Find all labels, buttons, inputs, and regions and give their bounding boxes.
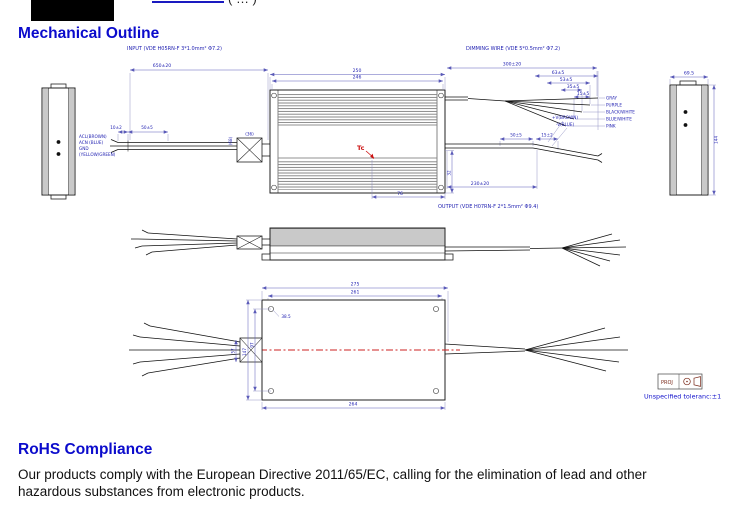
input-wire-note: INPUT (VDE H05RN-F 3*1.0mm² Φ7.2): [127, 46, 222, 52]
output-wires: [445, 120, 603, 163]
dim-bottom-holes: 261: [351, 290, 360, 296]
dim-step-3: 35±5: [567, 84, 580, 90]
dim-step-4: 15±5: [577, 91, 590, 97]
dim-output-length: 230±20: [471, 181, 490, 187]
dim-input-strip: 10±2: [110, 125, 122, 130]
mechanical-drawing: INPUT (VDE H05RN-F 3*1.0mm² Φ7.2) DIMMIN…: [41, 46, 721, 410]
mechanical-outline-title: Mechanical Outline: [18, 25, 160, 42]
projection-box: PROJ: [657, 373, 703, 390]
dim-bottom-overall: 275: [351, 282, 360, 288]
header-cropped-text-value: ( … ): [228, 0, 348, 6]
input-connector: [236, 137, 270, 163]
output-wire-note: OUTPUT (VDE H07RN-F 2*1.5mm² Φ9.4): [438, 204, 538, 210]
dimming-wires: [445, 96, 605, 127]
input-wire-label-gnd-color: (YELLOW/GREEN): [79, 152, 116, 157]
input-wire-label-acl: ACL(BROWN): [79, 134, 107, 139]
dim-step-2: 53±5: [560, 77, 573, 83]
dim-conn-width: (36): [245, 132, 254, 137]
input-wire-label-gnd: GND: [79, 146, 89, 151]
input-wires: [110, 139, 237, 153]
dim-conn-offset: 57: [231, 348, 236, 354]
header-black-bar: [31, 0, 114, 21]
dim-wire-right-total: 300±20: [503, 62, 522, 68]
side-view: [131, 227, 627, 267]
dim-output-jacket: 50±5: [510, 133, 522, 138]
bottom-view: 275 261: [129, 282, 628, 410]
rohs-body: Our products comply with the European Di…: [18, 467, 647, 499]
dim-end-width: 69.5: [684, 71, 694, 77]
end-view-right: 69.5 144: [669, 71, 719, 196]
output-wire-label-blue: -V(BLUE): [556, 122, 574, 127]
projection-cone-icon: [693, 376, 701, 387]
header-link-underline[interactable]: [152, 1, 224, 3]
projection-circle-icon: [683, 377, 691, 386]
tc-label: Tc: [357, 144, 365, 152]
top-view-body: [269, 89, 446, 194]
dim-wire-label-purple: PURPLE: [606, 103, 622, 108]
dim-bottom-height: 147: [242, 348, 247, 356]
dim-wire-label-gray: GRAY: [606, 96, 618, 101]
dim-body-inner: 246: [353, 75, 362, 81]
dim-tc-offset: 76: [397, 191, 403, 197]
dim-wire-label-blackwhite: BLACK/WHITE: [606, 110, 635, 115]
rohs-title: RoHS Compliance: [18, 441, 153, 458]
dim-wire-label-bluewhite: BLUE/WHITE: [606, 117, 632, 122]
dim-output-strip: 15±2: [541, 133, 553, 138]
projection-label: PROJ: [661, 380, 673, 386]
dim-body-top: 250: [353, 68, 362, 74]
dim-end-height: 144: [714, 136, 719, 144]
input-wire-labels: ACL(BROWN) ACN (BLUE) GND (YELLOW/GREEN): [79, 134, 116, 157]
dim-bottom-length: 264: [349, 402, 358, 408]
tolerance-note: Unspecified toleranc:±1: [644, 393, 721, 401]
dim-input-jacket: 50±5: [141, 125, 153, 130]
input-wire-label-acn: ACN (BLUE): [79, 140, 104, 145]
output-wire-label-brown: +V(BROWN): [552, 115, 578, 120]
tc-marker: Tc: [357, 144, 375, 159]
dim-bottom-holes-v: 97: [250, 342, 255, 348]
dimming-wire-note: DIMMING WIRE (VDE 5*0.5mm² Φ7.2): [466, 46, 560, 52]
header-cropped-text: ( … ): [228, 0, 348, 8]
dim-conn-height: (68): [228, 136, 233, 145]
dim-output-offset: 32: [447, 170, 452, 176]
top-view-dimensions: 650±20 250 246 300±20 63±5 53±5 35±5 15±…: [110, 62, 599, 199]
dim-wire-left-total: 650±20: [153, 63, 172, 69]
dimming-wire-labels: GRAY PURPLE BLACK/WHITE BLUE/WHITE PINK: [606, 96, 635, 129]
end-view-left: [41, 83, 76, 200]
dim-hole-inset: 38.5: [281, 314, 291, 319]
dim-step-1: 63±5: [552, 70, 565, 76]
dim-wire-label-pink: PINK: [606, 124, 616, 129]
output-wire-labels: +V(BROWN) -V(BLUE): [552, 115, 578, 127]
